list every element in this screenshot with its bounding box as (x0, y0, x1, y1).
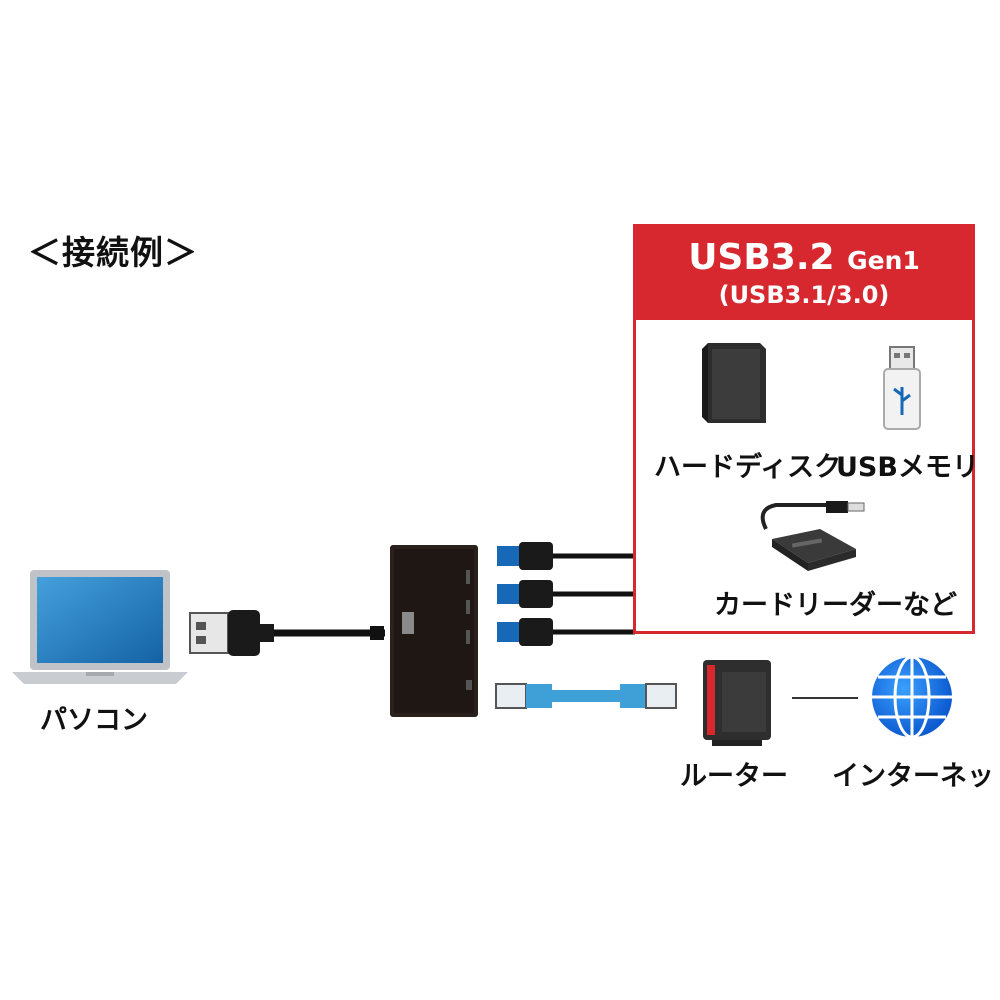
lan-cable-icon (495, 683, 677, 709)
usb-memory-label: USBメモリ (836, 452, 979, 483)
laptop-icon (12, 570, 188, 684)
globe-icon (872, 655, 952, 739)
hard-disk-icon (702, 343, 766, 423)
card-reader-label: カードリーダーなど (714, 590, 957, 621)
usb-device-panel: USB3.2 Gen1 (USB3.1/3.0) ハードディスク USBメモリ … (633, 224, 979, 634)
pc-label: パソコン (40, 705, 148, 736)
hard-disk-label: ハードディスク (654, 452, 842, 483)
usb-cables (497, 542, 635, 646)
card-reader-icon (760, 501, 865, 571)
router-icon (703, 660, 771, 746)
internet-label: インターネット (832, 761, 1000, 792)
usb-panel-subtitle: (USB3.1/3.0) (718, 281, 890, 309)
usb-gen: Gen1 (847, 246, 920, 275)
page-heading: ＜接続例＞ (28, 233, 198, 272)
usb-panel-title: USB3.2 Gen1 (636, 237, 972, 278)
usb-plug-icon (189, 610, 274, 656)
router-label: ルーター (680, 761, 788, 792)
usb-version: USB3.2 (688, 237, 835, 278)
usb-memory-icon (883, 346, 921, 430)
usb-panel-header: USB3.2 Gen1 (USB3.1/3.0) (636, 227, 972, 320)
usb-hub-icon (390, 545, 478, 717)
